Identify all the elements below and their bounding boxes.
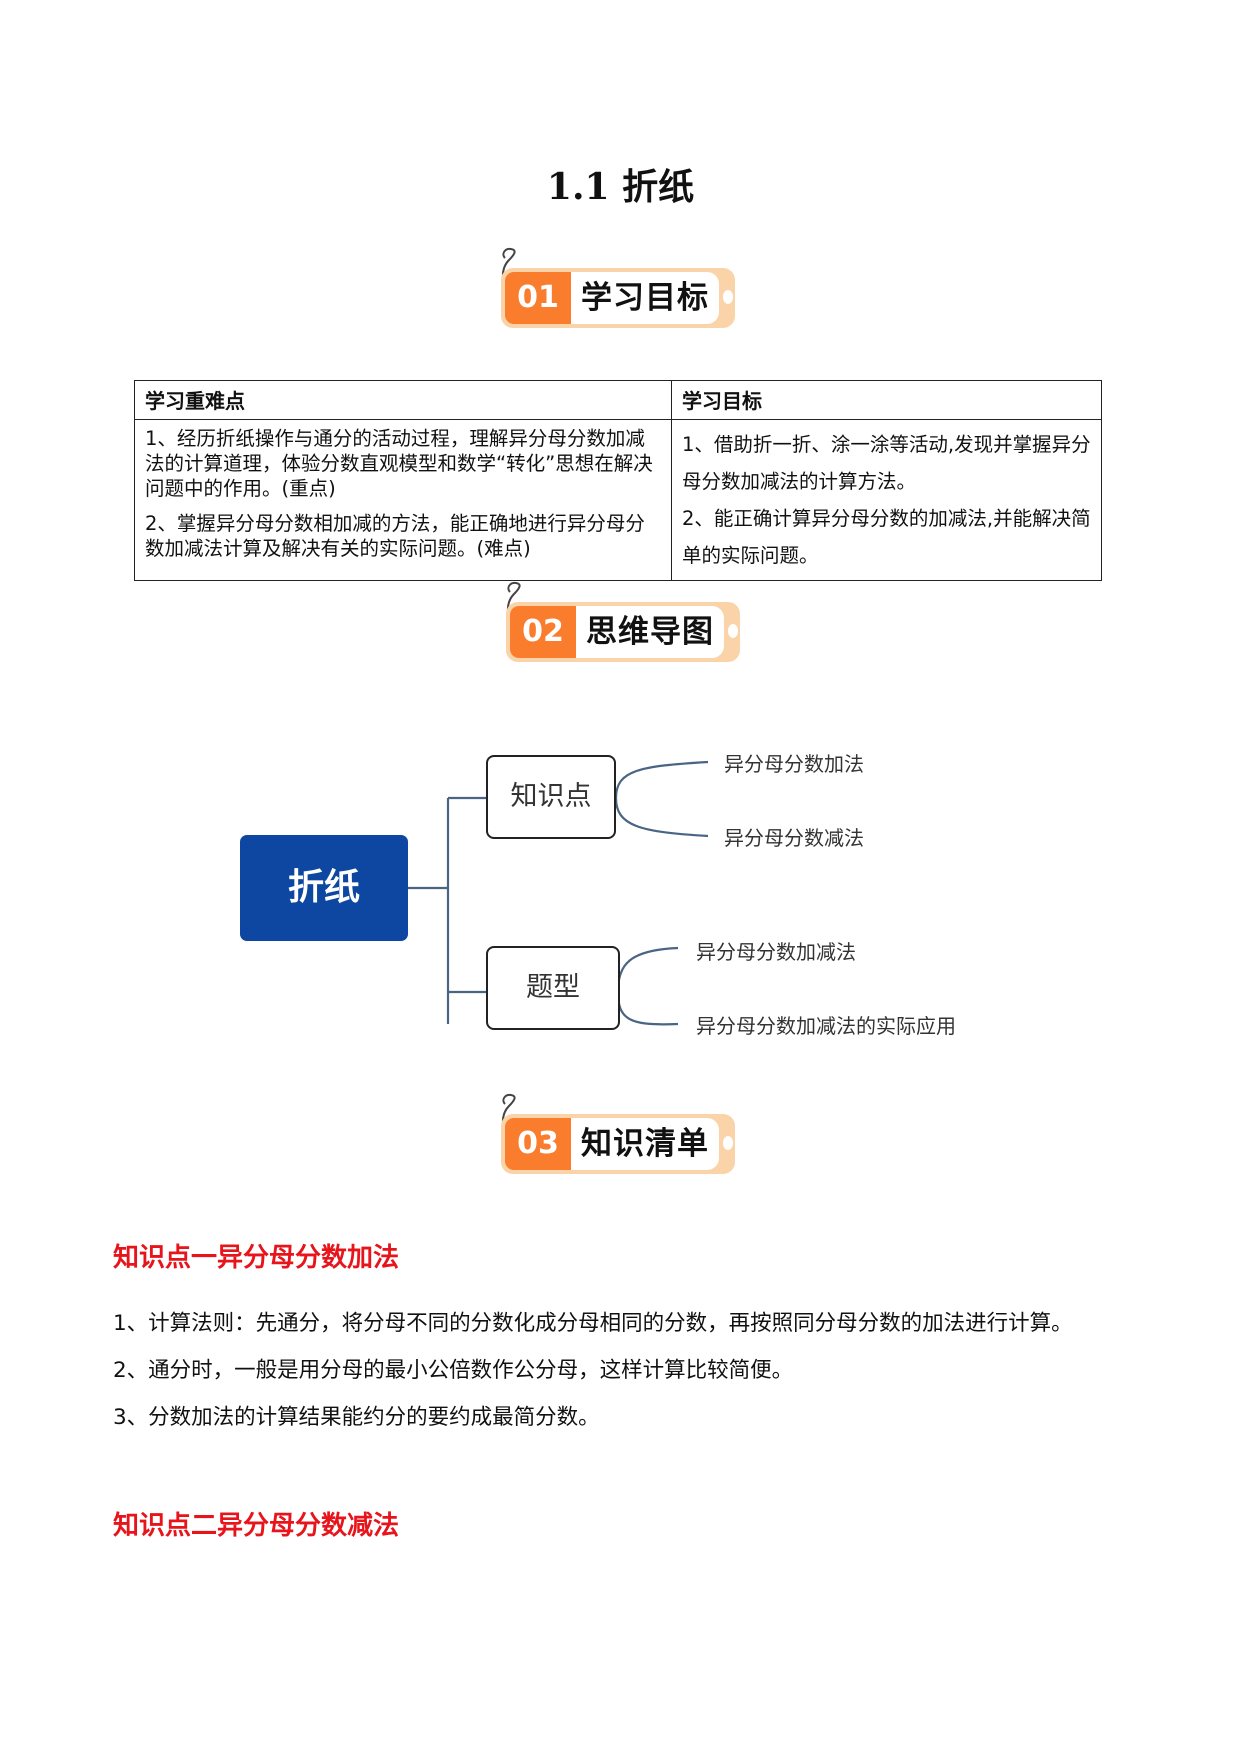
knowledge-item: 3、分数加法的计算结果能约分的要约成最简分数。 bbox=[113, 1405, 600, 1430]
difficulty-cell: 1、经历折纸操作与通分的活动过程，理解异分母分数加减法的计算道理，体验分数直观模… bbox=[134, 419, 672, 581]
knowledge-heading-2: 知识点二异分母分数减法 bbox=[113, 1511, 400, 1541]
section-label: 学习目标 bbox=[571, 272, 719, 324]
difficulty-item: 1、经历折纸操作与通分的活动过程，理解异分母分数加减法的计算道理，体验分数直观模… bbox=[145, 427, 653, 500]
knowledge-list: 1、计算法则：先通分，将分母不同的分数化成分母相同的分数，再按照同分母分数的加法… bbox=[113, 1300, 1133, 1441]
section-number: 01 bbox=[505, 272, 571, 324]
knowledge-item: 2、通分时，一般是用分母的最小公倍数作公分母，这样计算比较简便。 bbox=[113, 1358, 794, 1383]
objective-item: 1、借助折一折、涂一涂等活动,发现并掌握异分母分数加减法的计算方法。 bbox=[682, 433, 1091, 493]
mind-map-leaf: 异分母分数加减法的实际应用 bbox=[696, 1014, 956, 1038]
mind-map-branch: 题型 bbox=[486, 946, 620, 1030]
objective-item: 2、能正确计算异分母分数的加减法,并能解决简单的实际问题。 bbox=[682, 507, 1091, 567]
knowledge-heading-1: 知识点一异分母分数加法 bbox=[113, 1243, 400, 1273]
section-label: 知识清单 bbox=[571, 1118, 719, 1170]
mind-map-root: 折纸 bbox=[240, 835, 408, 941]
section-badge-goals: 01 学习目标 bbox=[497, 246, 737, 332]
table-header: 学习重难点 bbox=[134, 380, 672, 420]
knowledge-item: 1、计算法则：先通分，将分母不同的分数化成分母相同的分数，再按照同分母分数的加法… bbox=[113, 1311, 1073, 1336]
section-badge-mindmap: 02 思维导图 bbox=[502, 580, 742, 666]
section-number: 02 bbox=[510, 606, 576, 658]
section-number: 03 bbox=[505, 1118, 571, 1170]
mind-map-leaf: 异分母分数加法 bbox=[724, 752, 864, 776]
page-title: 1.1 折纸 bbox=[546, 166, 695, 208]
mind-map: 折纸 知识点 题型 异分母分数加法 异分母分数减法 异分母分数加减法 异分母分数… bbox=[230, 740, 1000, 1038]
section-badge-knowledge: 03 知识清单 bbox=[497, 1092, 737, 1178]
table-header: 学习目标 bbox=[671, 380, 1102, 420]
goals-table: 学习重难点 学习目标 1、经历折纸操作与通分的活动过程，理解异分母分数加减法的计… bbox=[134, 380, 1102, 581]
objective-cell: 1、借助折一折、涂一涂等活动,发现并掌握异分母分数加减法的计算方法。 2、能正确… bbox=[671, 419, 1102, 581]
difficulty-item: 2、掌握异分母分数相加减的方法，能正确地进行异分母分数加减法计算及解决有关的实际… bbox=[145, 512, 645, 560]
mind-map-leaf: 异分母分数加减法 bbox=[696, 940, 856, 964]
mind-map-branch: 知识点 bbox=[486, 755, 616, 839]
mind-map-leaf: 异分母分数减法 bbox=[724, 826, 864, 850]
section-label: 思维导图 bbox=[576, 606, 724, 658]
